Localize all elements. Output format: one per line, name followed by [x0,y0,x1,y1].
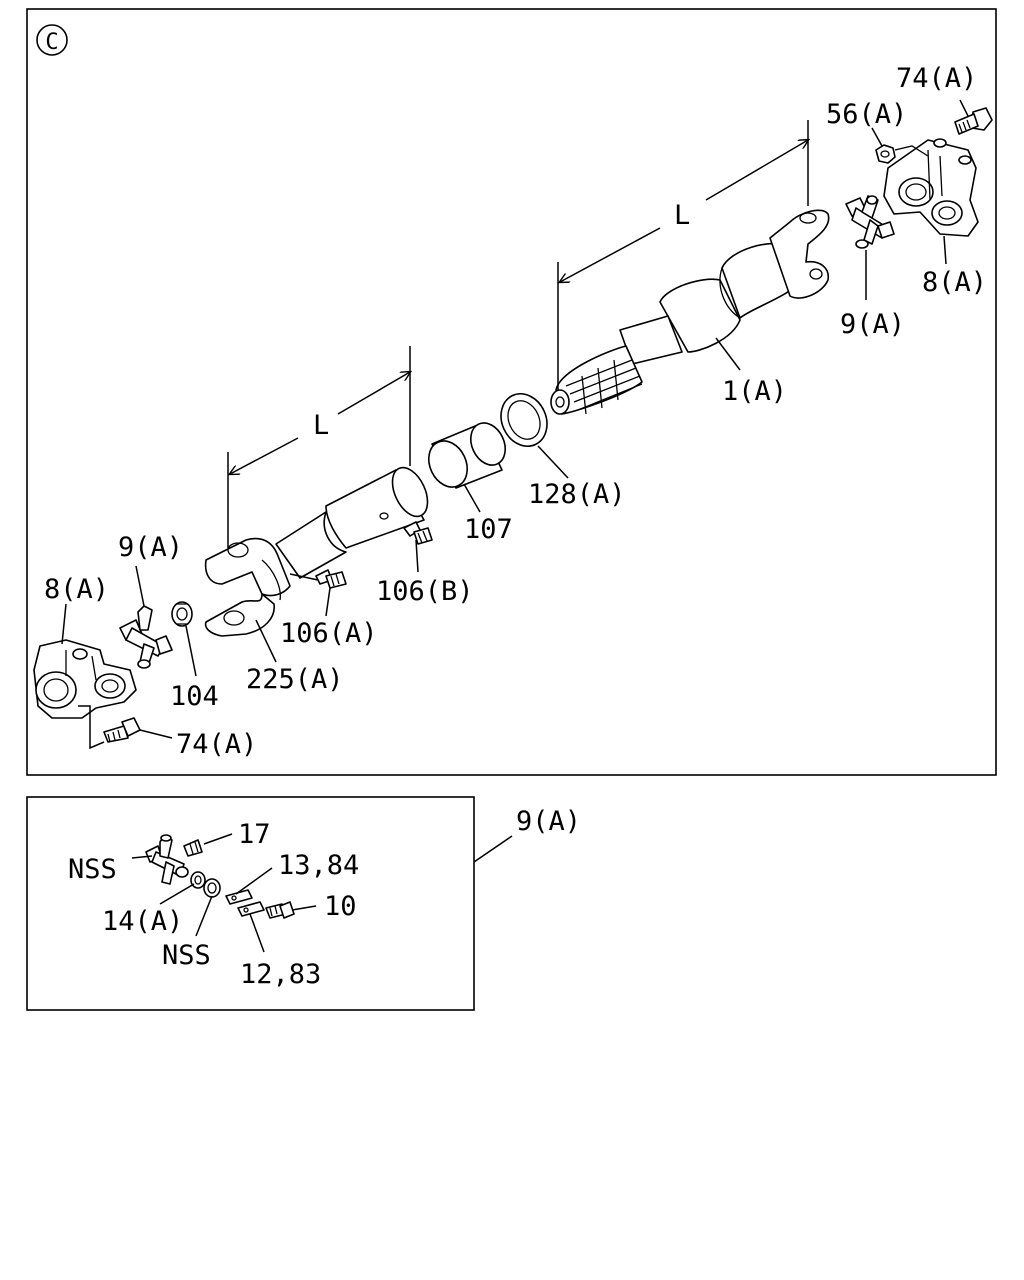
dimension-left [227,346,410,548]
detail-cross-part [145,834,189,885]
nut-right-part [875,144,929,164]
bolt-right-part [954,107,993,135]
view-marker: C [36,24,68,56]
detail-panel-frame [26,796,475,1011]
label-ring: 128(A) [528,479,626,510]
label-detail-plate-b: 12,83 [240,959,321,990]
detail-cup-part [190,871,206,889]
label-dimension-left: L [313,410,329,441]
label-joint-right: 9(A) [840,309,905,340]
leaders-detail [131,833,317,953]
label-detail-seal: NSS [162,940,211,971]
label-flange-left: 8(A) [44,574,109,605]
label-flange-right: 8(A) [922,267,987,298]
dimension-right [557,120,808,390]
svg-text:C: C [45,30,58,55]
label-bolt-right: 74(A) [896,63,977,94]
label-sleeve: 107 [464,514,513,545]
ring-part [500,393,548,447]
label-detail-fitting: 17 [238,819,271,850]
label-detail-plate-a: 13,84 [278,850,359,881]
sleeve-part [427,422,507,489]
leaders-main [61,99,969,739]
label-detail-bolt: 10 [324,891,357,922]
label-dimension-right: L [674,200,690,231]
label-nut-right: 56(A) [826,99,907,130]
detail-plate-a-part [225,889,253,905]
label-detail-cross: NSS [68,854,117,885]
label-bearing: 104 [170,681,219,712]
nipple-a-part [289,569,347,589]
label-shaft: 1(A) [722,376,787,407]
detail-callout-leader [473,835,513,863]
label-detail-cup: 14(A) [102,906,183,937]
detail-plate-b-part [237,901,265,917]
shaft-part [550,209,830,415]
label-bolt-left: 74(A) [176,729,257,760]
label-joint-left: 9(A) [118,532,183,563]
bolt-left-part [78,705,141,750]
main-panel-frame [26,8,997,776]
tube-left-part [275,466,429,579]
label-detail-callout: 9(A) [516,806,581,837]
joint-right-part [845,195,895,249]
detail-bolt-part [265,901,295,919]
joint-left-part [119,605,173,669]
yoke-part [204,537,291,637]
detail-seal-part [203,878,221,898]
flange-right-part [883,138,979,237]
flange-left-part [33,639,137,719]
bearing-part [171,601,193,627]
label-nipple-a: 106(A) [280,618,378,649]
detail-fitting-part [183,839,203,857]
label-yoke: 225(A) [246,664,344,695]
label-nipple-b: 106(B) [376,576,474,607]
nipple-b-part [403,521,433,545]
